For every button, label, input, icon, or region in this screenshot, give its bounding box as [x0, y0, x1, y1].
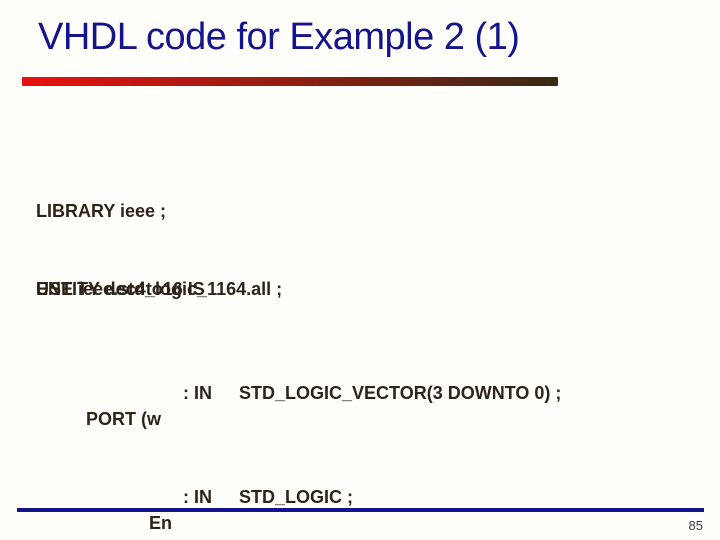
port-type: STD_LOGIC_VECTOR(3 DOWNTO 0) ; [239, 383, 562, 403]
code-line-use: USE ieee.std_logic_1164.all ; [36, 279, 283, 299]
port-name: PORT (w [86, 409, 162, 429]
port-direction: : IN [183, 487, 212, 507]
slide-title: VHDL code for Example 2 (1) [38, 16, 520, 58]
code-line-library: LIBRARY ieee ; [36, 201, 167, 221]
code-line-port-en: En : IN STD_LOGIC ; [36, 484, 353, 533]
code-line-port-w: PORT (w : IN STD_LOGIC_VECTOR(3 DOWNTO 0… [36, 380, 561, 429]
footer-divider-line [17, 508, 704, 512]
port-type: STD_LOGIC ; [239, 487, 354, 507]
library-code-block: LIBRARY ieee ; USE ieee.std_logic_1164.a… [36, 146, 282, 354]
page-number: 85 [688, 518, 703, 533]
port-name: En [149, 513, 173, 533]
port-direction: : IN [183, 383, 212, 403]
entity-code-block: ENTITY dec4to16 IS PORT (w : IN STD_LOGI… [36, 224, 561, 540]
title-underline-bar [22, 77, 558, 86]
code-line-entity-header: ENTITY dec4to16 IS [36, 279, 205, 299]
